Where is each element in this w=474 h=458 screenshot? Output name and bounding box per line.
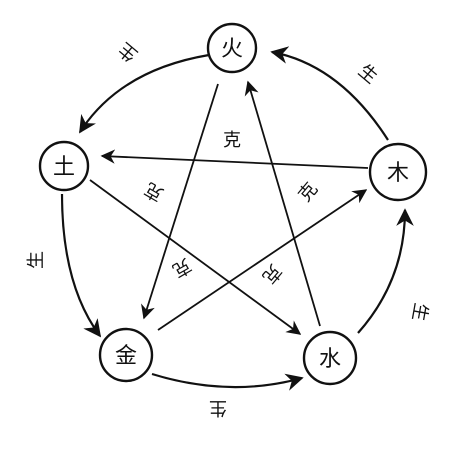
label-control-earth-water: 克 (141, 178, 167, 205)
node-water-label: 水 (319, 347, 341, 372)
arrow-earth-to-metal (60, 193, 102, 338)
label-generate-water-wood: 生 (408, 301, 432, 322)
arrow-water-to-fire (244, 80, 321, 327)
node-metal: 金 (98, 327, 154, 383)
node-water: 水 (302, 330, 358, 386)
arrow-wood-to-earth (100, 149, 369, 169)
node-wood: 木 (368, 142, 428, 202)
arrow-metal-to-wood (157, 189, 368, 331)
arrow-wood-to-fire (270, 46, 389, 141)
node-fire-label: 火 (221, 37, 243, 62)
node-earth-label: 土 (53, 155, 75, 180)
node-wood-label: 木 (387, 161, 409, 186)
label-generate-metal-water: 生 (209, 397, 227, 418)
node-fire: 火 (206, 22, 258, 74)
label-generate-fire-earth: 生 (115, 38, 142, 66)
label-control-water-fire: 克 (295, 179, 323, 206)
arrow-water-to-wood (357, 208, 414, 334)
label-control-fire-metal: 克 (169, 254, 195, 281)
arrow-fire-to-metal (141, 83, 219, 320)
arrow-earth-to-water (89, 179, 302, 335)
label-generate-earth-metal: 生 (26, 251, 47, 269)
label-control-metal-wood: 克 (258, 260, 286, 287)
arrow-metal-to-water (151, 372, 304, 391)
arrow-fire-to-earth (79, 53, 210, 134)
node-metal-label: 金 (115, 344, 137, 369)
label-control-wood-earth: 克 (223, 130, 241, 151)
label-generate-wood-fire: 生 (354, 61, 381, 89)
node-earth: 土 (38, 140, 90, 192)
